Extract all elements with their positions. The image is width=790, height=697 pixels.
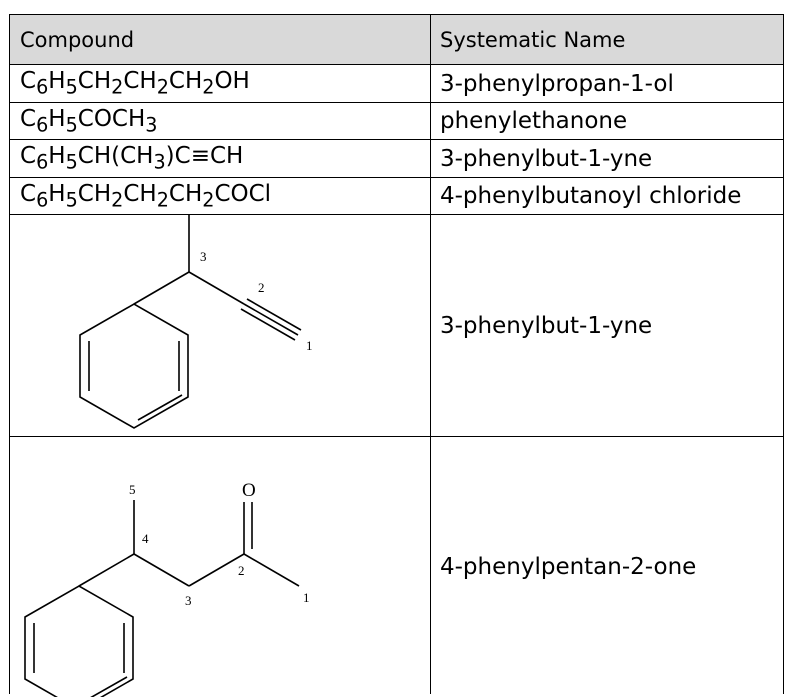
table-border: [430, 14, 431, 694]
locant-label: 1: [306, 338, 313, 353]
table-header-row: Compound Systematic Name: [10, 15, 784, 64]
table-row: O 5 4 3 2 1 4-phenylpentan-2-one: [10, 437, 784, 697]
systematic-name: phenylethanone: [440, 108, 628, 134]
compound-formula: C6H5CH2CH2CH2COCl: [10, 178, 430, 214]
header-systematic-name: Systematic Name: [440, 27, 626, 52]
header-compound: Compound: [20, 27, 135, 52]
systematic-name: 3-phenylbut-1-yne: [440, 312, 653, 339]
skeletal-structure-cell: 4 3 2 1: [10, 215, 430, 436]
systematic-name: 3-phenylbut-1-yne: [440, 145, 653, 172]
formula-text: C6H5CH(CH3)C≡CH: [20, 143, 244, 174]
locant-label: 2: [258, 280, 265, 295]
locant-label: 1: [303, 590, 310, 605]
table-border: [10, 177, 784, 178]
locant-label: 5: [129, 482, 136, 497]
locant-label: 4: [142, 531, 149, 546]
locant-label: 3: [200, 249, 207, 264]
table-border: [10, 139, 784, 140]
compound-formula: C6H5CH(CH3)C≡CH: [10, 140, 430, 177]
locant-label: 2: [238, 563, 245, 578]
locant-label: 3: [185, 593, 192, 608]
skeletal-structure-cell: O 5 4 3 2 1: [10, 437, 430, 697]
table-border: [9, 14, 10, 694]
table-border: [10, 214, 784, 215]
skeletal-structure-4-phenylpentan-2-one: O 5 4 3 2 1: [24, 480, 310, 697]
table-row: C6H5CH2CH2CH2OH 3-phenylpropan-1-ol: [10, 65, 784, 102]
table-row: 4 3 2 1 3-phenylbut-1-yne: [10, 215, 784, 436]
table-border: [10, 64, 784, 65]
table-border: [10, 102, 784, 103]
table-row: C6H5CH2CH2CH2COCl 4-phenylbutanoyl chlor…: [10, 178, 784, 214]
table-border: [783, 14, 784, 694]
table-row: C6H5CH(CH3)C≡CH 3-phenylbut-1-yne: [10, 140, 784, 177]
compound-formula: C6H5COCH3: [10, 103, 430, 139]
formula-text: C6H5CH2CH2CH2COCl: [20, 180, 272, 212]
systematic-name: 4-phenylbutanoyl chloride: [440, 183, 742, 209]
systematic-name: 4-phenylpentan-2-one: [440, 554, 697, 580]
table-row: C6H5COCH3 phenylethanone: [10, 103, 784, 139]
systematic-name: 3-phenylpropan-1-ol: [440, 70, 674, 97]
compound-formula: C6H5CH2CH2CH2OH: [10, 65, 430, 102]
oxygen-atom-label: O: [242, 480, 256, 501]
table-border: [10, 14, 784, 15]
formula-text: C6H5CH2CH2CH2OH: [20, 68, 250, 99]
formula-text: C6H5COCH3: [20, 105, 158, 137]
table-border: [10, 436, 784, 437]
skeletal-structure-3-phenylbut-1-yne: 4 3 2 1: [79, 215, 313, 429]
